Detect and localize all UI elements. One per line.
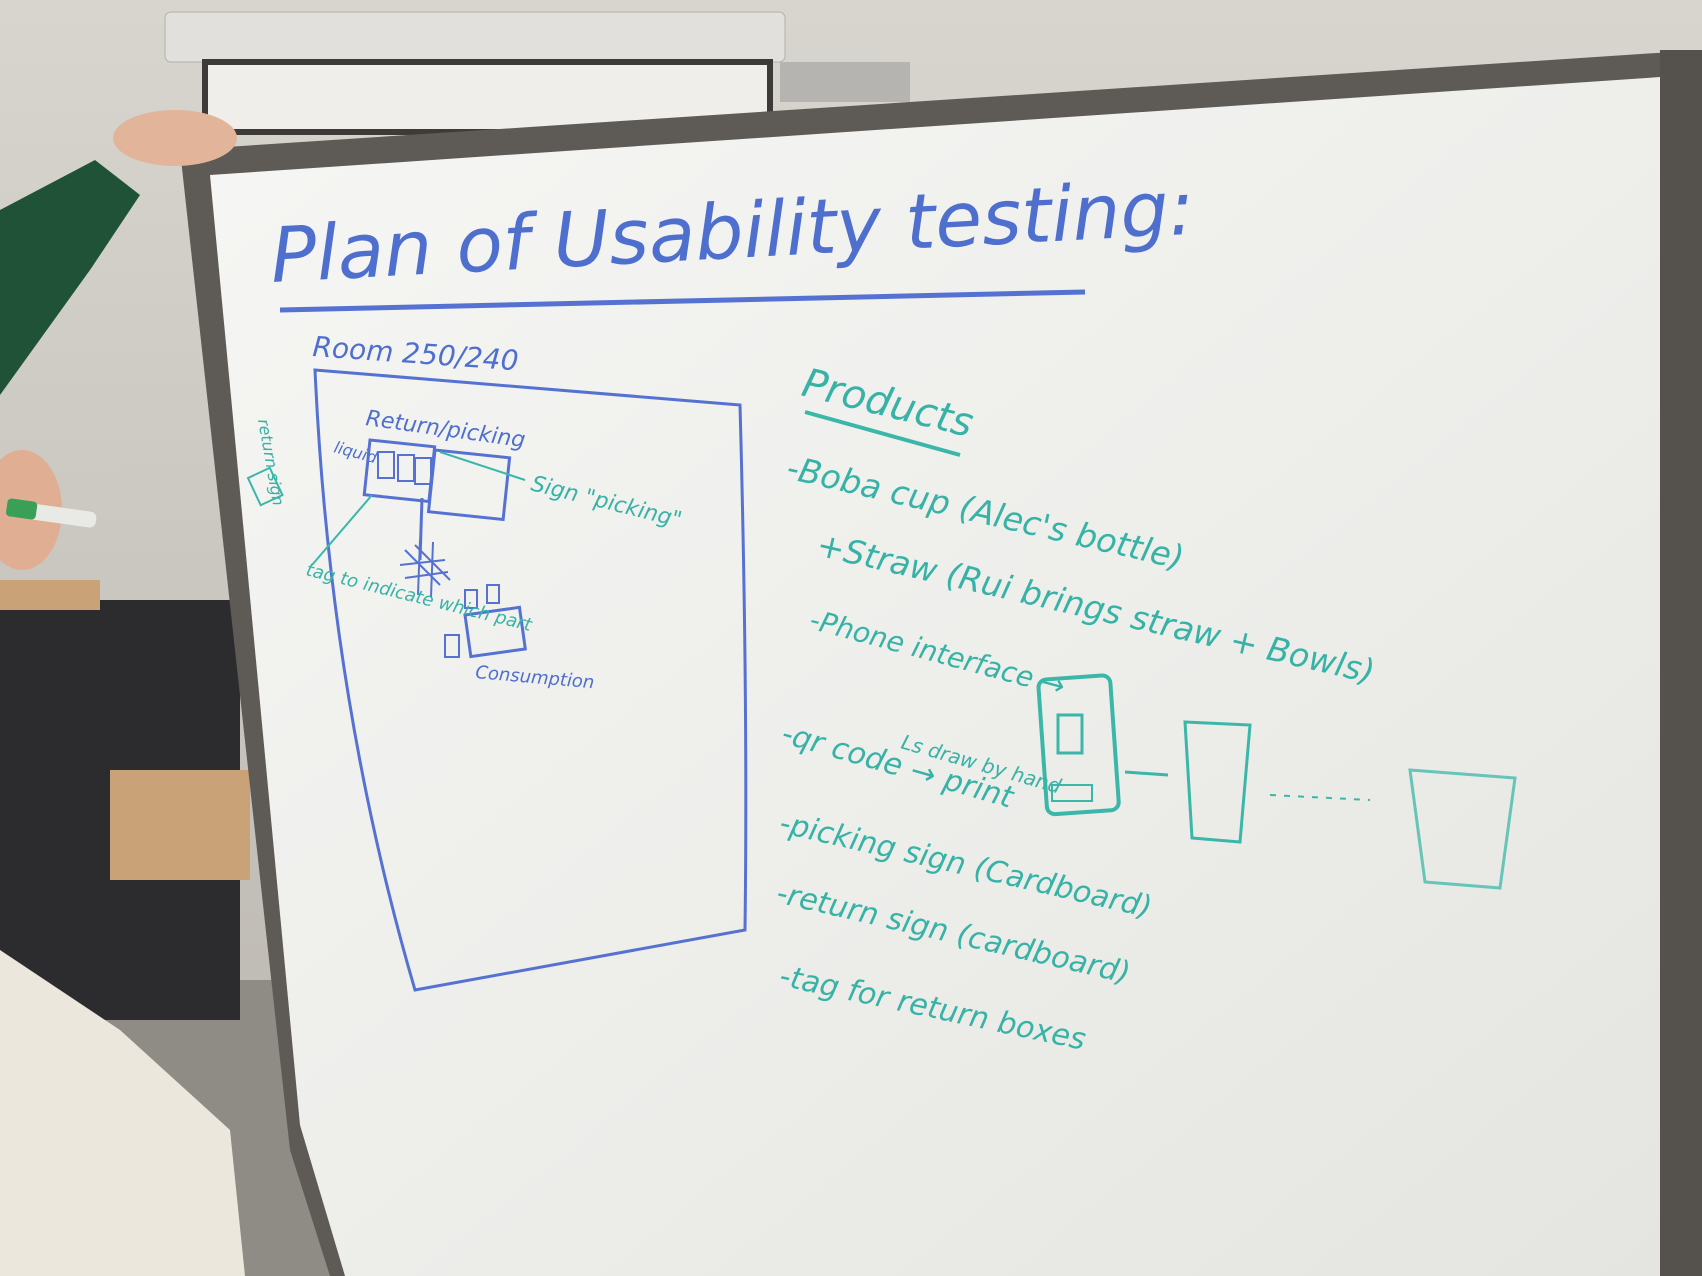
consumption-table: [463, 605, 528, 659]
consumption-chair: [444, 634, 460, 658]
phone-button: [1051, 784, 1093, 802]
sign-pointer-line: [439, 451, 526, 481]
desk-left: [0, 580, 100, 610]
cup-sketch-2: [1408, 768, 1517, 890]
bin-1: [377, 451, 395, 479]
projector-screen-housing: [164, 11, 786, 63]
grid-mark: [399, 539, 451, 598]
person-legs-cream: [0, 950, 245, 1276]
marker-cap: [6, 498, 38, 520]
products-underline: [804, 410, 961, 457]
board-frame-right: [1660, 50, 1702, 1276]
ceiling-fixture: [780, 62, 910, 102]
tag-pointer-line: [311, 494, 373, 566]
bin-3: [414, 457, 432, 485]
consumption-cup-2: [486, 584, 500, 604]
phone-sketch: [1036, 673, 1121, 817]
cup-sketch-1: [1183, 720, 1252, 844]
room-outline: [313, 368, 748, 992]
person-arm-green: [0, 160, 140, 395]
phone-arrow: [1124, 770, 1169, 777]
dotted-trail: [1269, 794, 1371, 801]
person-hand: [113, 110, 237, 166]
board-surface: [210, 75, 1690, 1276]
wood-desk: [110, 770, 250, 880]
sign-box-icon: [246, 466, 284, 507]
title-underline: [279, 289, 1086, 313]
phone-cup-icon: [1056, 713, 1084, 755]
consumption-cup-1: [464, 589, 478, 609]
